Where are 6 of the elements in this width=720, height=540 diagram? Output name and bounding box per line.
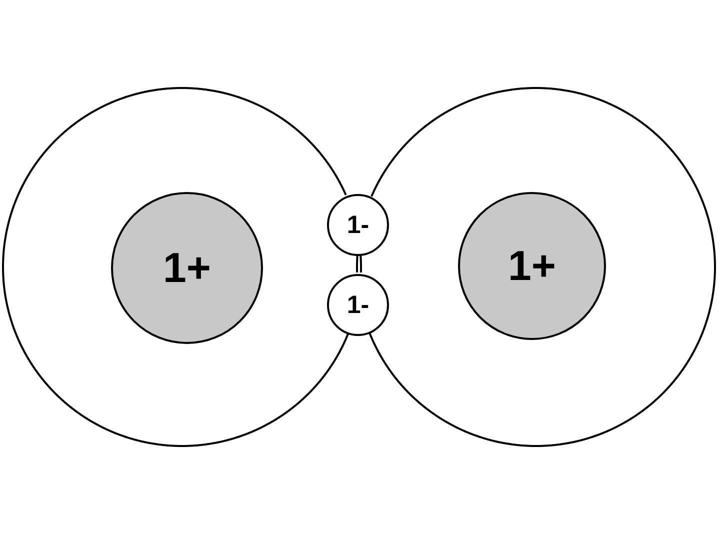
charge-label: 1-	[346, 292, 370, 318]
charge-label: 1-	[346, 212, 370, 238]
electron	[327, 194, 389, 256]
charge-label: 1+	[508, 245, 556, 287]
electron	[327, 274, 389, 336]
charge-label: 1+	[163, 247, 211, 289]
